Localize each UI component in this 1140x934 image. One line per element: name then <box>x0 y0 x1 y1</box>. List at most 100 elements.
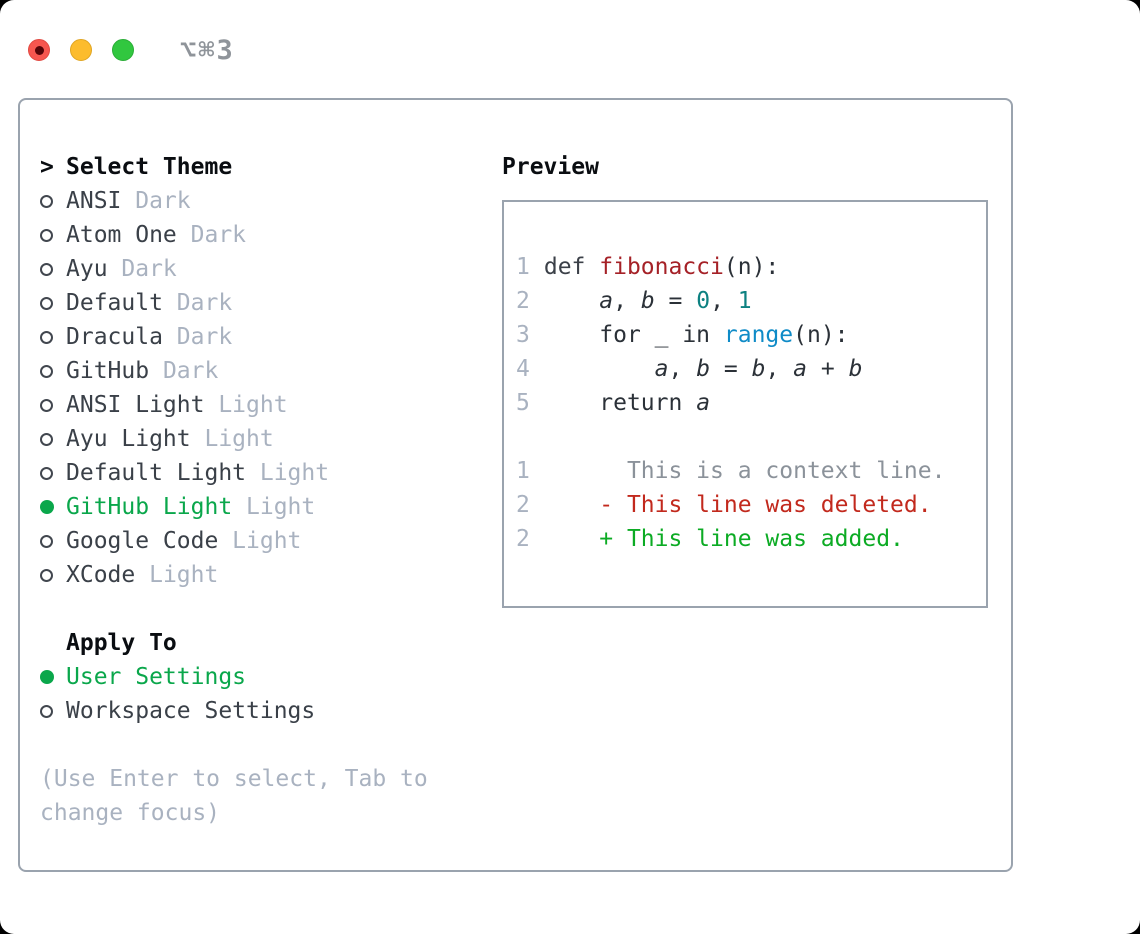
preview-header-row: Preview <box>502 150 1011 184</box>
theme-item[interactable]: Dracula Dark <box>40 320 502 354</box>
code-token: a <box>654 356 669 382</box>
code-token: , <box>710 288 738 314</box>
item-name: Atom One <box>66 222 177 248</box>
radio-icon <box>40 432 53 446</box>
code-token: , <box>613 288 641 314</box>
item-variant: Light <box>149 562 219 588</box>
code-token: , <box>668 356 697 382</box>
apply-option[interactable]: User Settings <box>40 660 502 694</box>
radio-icon <box>40 670 54 684</box>
window-shortcut-label: ⌥⌘3 <box>180 34 235 66</box>
apply-option[interactable]: Workspace Settings <box>40 694 502 728</box>
item-variant: Dark <box>135 188 191 214</box>
line-number: 2 <box>516 492 530 518</box>
item-name: Default Light <box>66 460 247 486</box>
code-token: b <box>696 356 711 382</box>
selection-prompt-icon: > <box>40 154 54 180</box>
item-name: GitHub <box>66 358 150 384</box>
minimize-button[interactable] <box>70 39 92 61</box>
theme-item[interactable]: Ayu Light Light <box>40 422 502 456</box>
code-token: def <box>543 254 600 280</box>
record-dot-icon <box>34 45 44 55</box>
code-token: + <box>807 356 849 382</box>
item-name: ANSI <box>66 188 122 214</box>
item-variant: Light <box>204 426 274 452</box>
item-name: Dracula <box>66 324 163 350</box>
radio-icon <box>40 704 53 718</box>
item-variant: Light <box>259 460 330 486</box>
code-token: b <box>848 356 863 382</box>
code-line: 4 a, b = b, a + b <box>516 352 986 386</box>
code-line: 2 a, b = 0, 1 <box>516 284 986 318</box>
close-button[interactable] <box>28 39 50 61</box>
code-token: (n): <box>723 254 780 280</box>
line-number: 4 <box>516 356 530 382</box>
code-token: a <box>696 390 711 416</box>
titlebar: ⌥⌘3 <box>0 0 1140 74</box>
code-token <box>544 288 599 314</box>
item-name: Default <box>66 290 163 316</box>
code-token: b <box>640 288 655 314</box>
radio-icon <box>40 466 53 480</box>
radio-icon <box>40 296 53 310</box>
code-token: 1 <box>737 288 752 314</box>
preview-header: Preview <box>502 154 599 180</box>
item-variant: Dark <box>162 358 219 384</box>
code-token: for _ in <box>543 322 724 348</box>
radio-icon <box>40 262 53 276</box>
theme-item[interactable]: Ayu Dark <box>40 252 502 286</box>
theme-item[interactable]: Default Light Light <box>40 456 502 490</box>
theme-item[interactable]: ANSI Light Light <box>40 388 502 422</box>
diff-line-added: 2 + This line was added. <box>516 522 986 556</box>
select-theme-header: Select Theme <box>66 154 233 180</box>
line-number: 1 <box>516 254 530 280</box>
item-name: Google Code <box>66 528 219 554</box>
theme-item[interactable]: GitHub Light Light <box>40 490 502 524</box>
radio-icon <box>40 500 54 514</box>
main-panel: > Select Theme ANSI Dark Atom One Dark A… <box>18 98 1013 872</box>
code-line: 3 for _ in range(n): <box>516 318 986 352</box>
diff-text: + This line was added. <box>543 526 904 552</box>
zoom-button[interactable] <box>112 39 134 61</box>
theme-item[interactable]: Atom One Dark <box>40 218 502 252</box>
theme-item[interactable]: ANSI Dark <box>40 184 502 218</box>
radio-icon <box>40 330 53 344</box>
code-token: = <box>654 288 697 314</box>
code-token: range <box>723 322 794 348</box>
item-name: Ayu <box>66 256 108 282</box>
item-name: GitHub Light <box>66 494 233 520</box>
line-number: 5 <box>516 390 530 416</box>
radio-icon <box>40 364 53 378</box>
item-variant: Light <box>232 528 302 554</box>
apply-to-list: User Settings Workspace Settings <box>40 660 502 728</box>
theme-item[interactable]: GitHub Dark <box>40 354 502 388</box>
code-token: b <box>751 356 766 382</box>
theme-item[interactable]: XCode Light <box>40 558 502 592</box>
code-token: return <box>543 390 697 416</box>
line-number: 3 <box>516 322 530 348</box>
blank-line <box>516 420 986 454</box>
code-token: , <box>765 356 794 382</box>
item-name: User Settings <box>66 664 247 690</box>
radio-icon <box>40 398 53 412</box>
item-variant: Dark <box>176 324 233 350</box>
theme-item[interactable]: Default Dark <box>40 286 502 320</box>
help-text: (Use Enter to select, Tab to change focu… <box>40 766 428 826</box>
item-variant: Dark <box>121 256 177 282</box>
code-token: (n): <box>793 322 849 348</box>
diff-line-context: 1 This is a context line. <box>516 454 986 488</box>
select-theme-header-row: > Select Theme <box>40 150 502 184</box>
code-token: 0 <box>696 288 711 314</box>
item-variant: Light <box>246 494 316 520</box>
code-token: a <box>599 288 614 314</box>
code-token <box>544 356 655 382</box>
item-name: ANSI Light <box>66 392 205 418</box>
theme-list: ANSI Dark Atom One Dark Ayu Dark Default… <box>40 184 502 592</box>
item-name: Workspace Settings <box>66 698 316 724</box>
theme-item[interactable]: Google Code Light <box>40 524 502 558</box>
apply-to-header: Apply To <box>66 630 177 656</box>
